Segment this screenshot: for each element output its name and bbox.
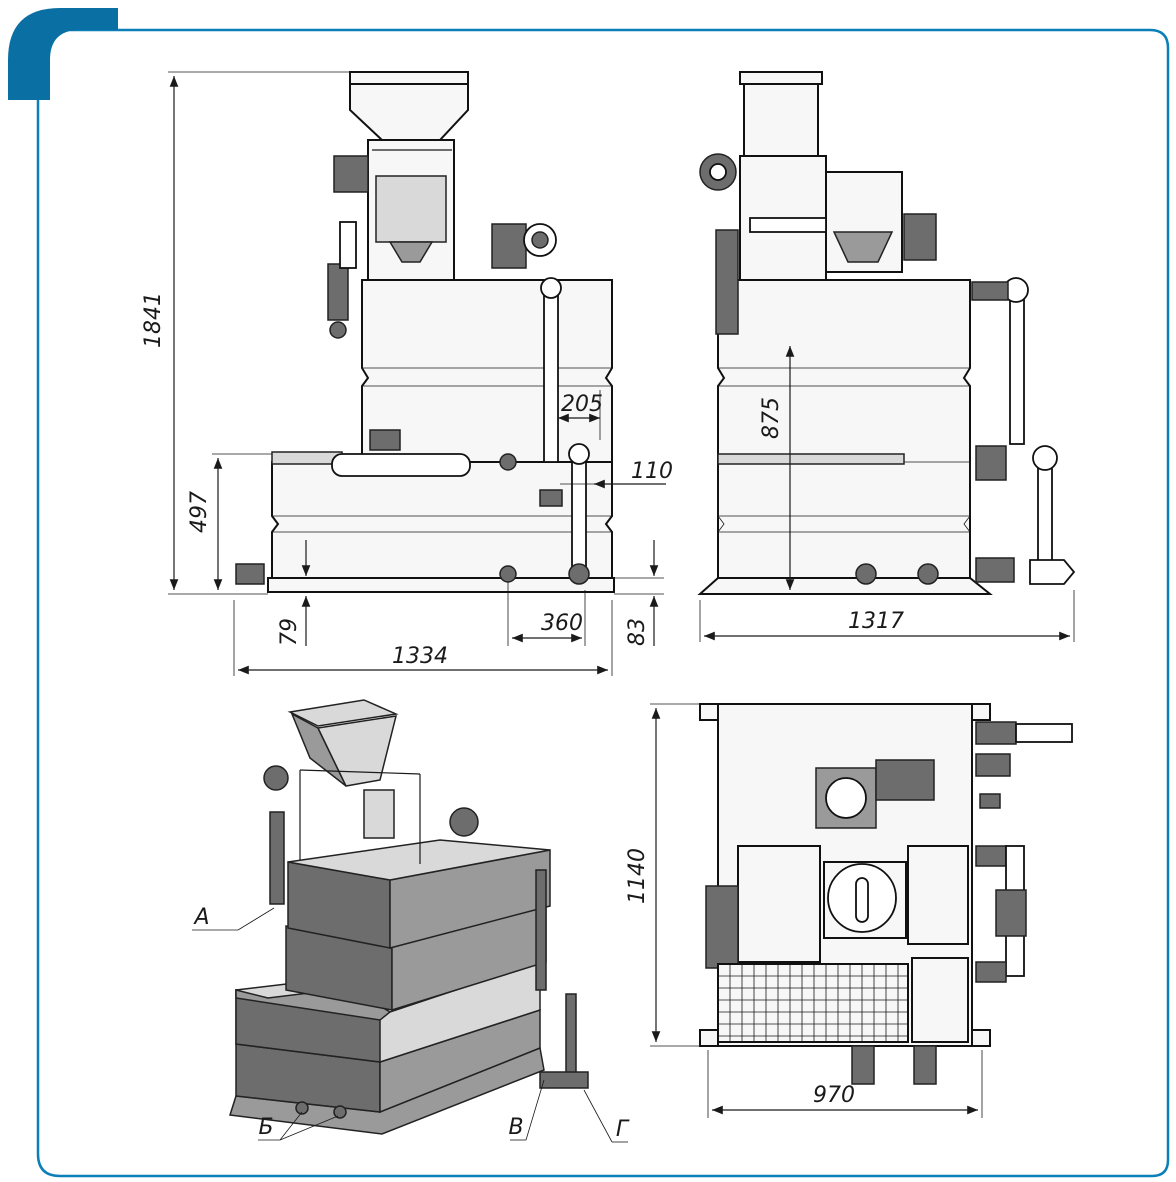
corner-badge <box>8 8 118 100</box>
sheet-frame <box>8 8 1170 1178</box>
dim-bottom-left: 79 <box>277 618 302 646</box>
label-b: Б <box>258 1115 273 1140</box>
side-view: 875 1317 <box>697 71 1076 642</box>
dim-width-front: 1334 <box>392 644 448 669</box>
dim-pipe-diameter: 110 <box>631 459 673 484</box>
front-view: 1841 497 205 110 360 79 83 1334 <box>141 71 673 676</box>
dim-width-side: 1317 <box>848 609 904 634</box>
label-a: А <box>192 905 209 930</box>
label-g: Г <box>616 1117 630 1142</box>
dim-level: 875 <box>759 397 784 439</box>
dim-height-lower: 497 <box>187 491 212 533</box>
dim-bottom-right: 83 <box>625 618 650 646</box>
label-v: В <box>508 1115 523 1140</box>
dim-depth-top: 1140 <box>625 848 650 904</box>
dim-width-top: 970 <box>813 1083 855 1108</box>
top-view: 1140 970 <box>625 703 1073 1118</box>
dim-outlet-offset: 360 <box>541 611 583 636</box>
isometric-view: А Б В Г <box>192 699 630 1143</box>
dim-pipe-offset: 205 <box>561 392 603 417</box>
grating-grid <box>717 963 909 1043</box>
dim-height-total: 1841 <box>141 292 166 348</box>
